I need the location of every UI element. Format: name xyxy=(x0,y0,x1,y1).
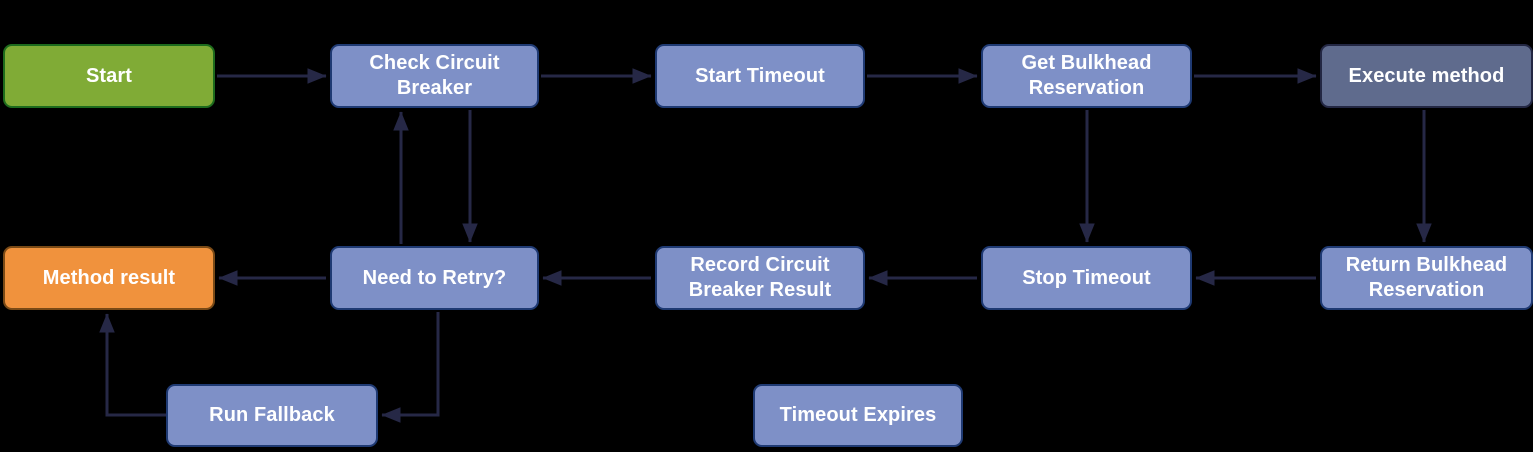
node-check_cb[interactable]: Check Circuit Breaker xyxy=(330,44,539,108)
node-label: Start Timeout xyxy=(695,64,825,87)
node-return_bh[interactable]: Return Bulkhead Reservation xyxy=(1320,246,1533,310)
node-label: Method result xyxy=(42,266,176,289)
node-label: Get Bulkhead Reservation xyxy=(1021,52,1152,99)
node-label: Stop Timeout xyxy=(1022,266,1151,289)
node-label: Check Circuit Breaker xyxy=(369,52,500,99)
e-needretry-fallback xyxy=(381,312,440,423)
node-start_to[interactable]: Start Timeout xyxy=(655,44,865,108)
node-get_bulkhead[interactable]: Get Bulkhead Reservation xyxy=(981,44,1192,108)
node-start[interactable]: Start xyxy=(3,44,215,108)
node-execute[interactable]: Execute method xyxy=(1320,44,1533,108)
node-method_res[interactable]: Method result xyxy=(3,246,215,310)
node-run_fallback[interactable]: Run Fallback xyxy=(166,384,378,447)
node-label: Execute method xyxy=(1348,64,1505,87)
node-label: Run Fallback xyxy=(209,404,335,426)
connector-group xyxy=(99,68,1432,423)
node-stop_to[interactable]: Stop Timeout xyxy=(981,246,1192,310)
node-label: Record Circuit Breaker Result xyxy=(688,254,832,301)
node-record_cb[interactable]: Record Circuit Breaker Result xyxy=(655,246,865,310)
node-need_retry[interactable]: Need to Retry? xyxy=(330,246,539,310)
node-timeout_exp[interactable]: Timeout Expires xyxy=(753,384,963,447)
e-fallback-methodres xyxy=(99,313,166,417)
node-label: Need to Retry? xyxy=(362,266,507,289)
node-label: Timeout Expires xyxy=(779,404,937,426)
node-label: Return Bulkhead Reservation xyxy=(1345,254,1508,301)
node-label: Start xyxy=(85,64,133,87)
